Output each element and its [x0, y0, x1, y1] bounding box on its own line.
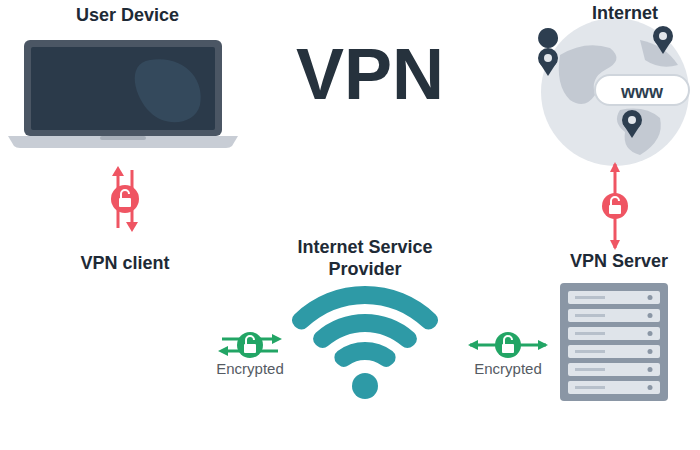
internet-node: Internet www: [535, 2, 695, 162]
device-node: User Device: [10, 4, 245, 149]
edge-label: Encrypted: [458, 360, 558, 377]
globe-illustration: [538, 18, 689, 166]
node-text: www: [596, 78, 688, 106]
client-label: VPN client: [60, 253, 190, 274]
server-node: VPN Server: [548, 250, 690, 405]
encrypted-label: Encrypted: [200, 360, 300, 377]
node-heading: Internet Service Provider: [262, 236, 468, 280]
lock-icon: [495, 332, 521, 358]
node-heading: VPN Server: [548, 250, 690, 272]
isp-node: Internet Service Provider: [262, 236, 468, 414]
wifi-symbol: [292, 286, 438, 399]
vpn-client-arrows: [111, 166, 139, 232]
server-illustration: [560, 283, 668, 401]
laptop-illustration: [8, 40, 238, 148]
node-heading: User Device: [10, 4, 245, 26]
lock-icon: [602, 193, 628, 219]
encrypted-arrows: [218, 332, 282, 358]
title: VPN: [250, 38, 490, 110]
node-heading: Internet: [555, 2, 695, 24]
